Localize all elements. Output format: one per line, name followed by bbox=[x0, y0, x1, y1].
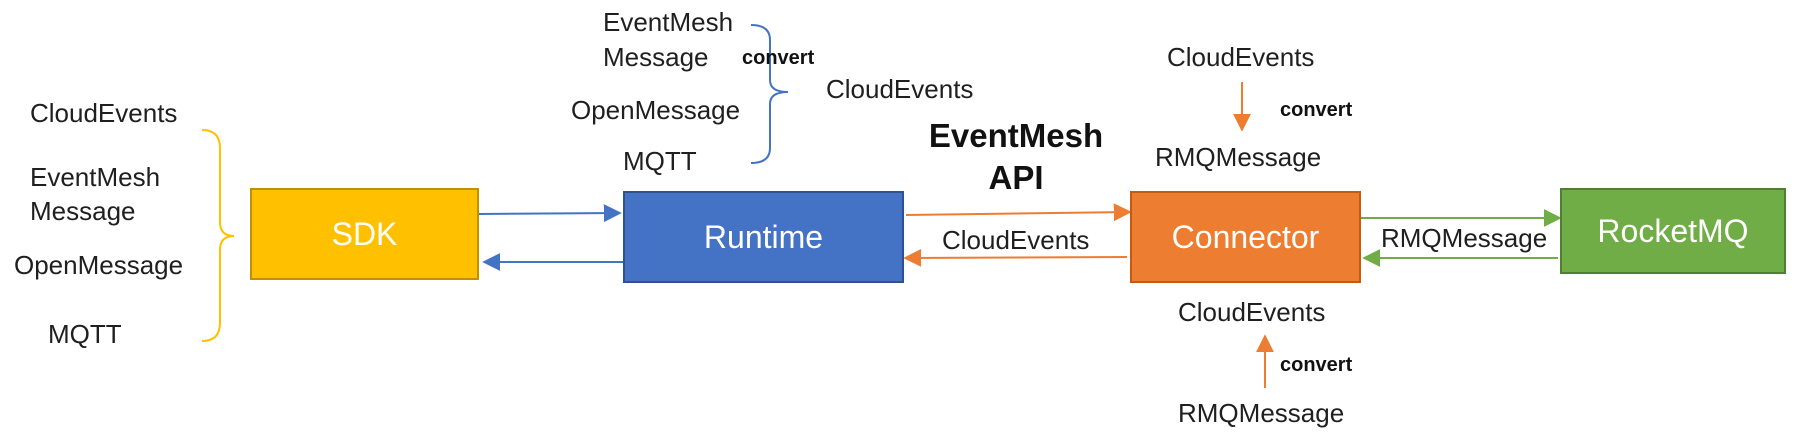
runtime-source-eventmesh-line1: EventMesh bbox=[603, 7, 734, 37]
runtime-source-eventmesh-line2: Message bbox=[603, 42, 709, 72]
sdk-protocol-eventmesh-line1: EventMesh bbox=[30, 162, 161, 192]
connector-box: Connector bbox=[1130, 191, 1361, 283]
connector-top-convert-label: convert bbox=[1280, 99, 1353, 121]
connector-top-target: RMQMessage bbox=[1155, 142, 1322, 172]
runtime-to-connector-arrow bbox=[905, 203, 1132, 222]
sdk-protocols-brace bbox=[201, 129, 235, 342]
connector-top-source: CloudEvents bbox=[1167, 42, 1315, 72]
sdk-protocol-mqtt: MQTT bbox=[48, 319, 122, 349]
sdk-box: SDK bbox=[250, 188, 479, 280]
connector-bottom-convert-label: convert bbox=[1280, 354, 1353, 376]
rocketmq-box: RocketMQ bbox=[1560, 188, 1786, 274]
connector-to-runtime-arrow bbox=[903, 248, 1128, 267]
runtime-convert-target: CloudEvents bbox=[826, 74, 974, 104]
sdk-protocol-openmessage: OpenMessage bbox=[14, 250, 184, 280]
connector-rocketmq-label: RMQMessage bbox=[1381, 223, 1548, 253]
connector-bottom-source: RMQMessage bbox=[1178, 398, 1345, 428]
runtime-source-mqtt: MQTT bbox=[623, 146, 697, 176]
sdk-protocol-eventmesh-line2: Message bbox=[30, 196, 136, 226]
connector-bottom-target: CloudEvents bbox=[1178, 297, 1326, 327]
runtime-box: Runtime bbox=[623, 191, 904, 283]
runtime-convert-label: convert bbox=[742, 47, 815, 69]
runtime-connector-label: CloudEvents bbox=[942, 225, 1090, 255]
api-title-line2: API bbox=[988, 159, 1044, 196]
runtime-convert-brace bbox=[750, 24, 789, 164]
sdk-to-runtime-arrow bbox=[478, 204, 622, 223]
api-title-line1: EventMesh bbox=[928, 117, 1104, 154]
sdk-protocol-cloudevents: CloudEvents bbox=[30, 98, 178, 128]
runtime-source-openmessage: OpenMessage bbox=[571, 95, 741, 125]
